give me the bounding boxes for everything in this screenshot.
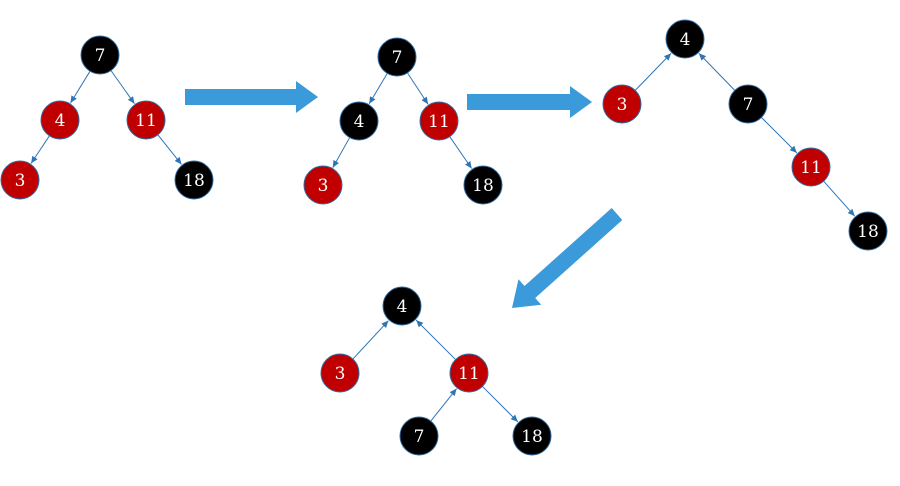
- tree-4-node-11-circle: [449, 353, 489, 393]
- transition-arrow-1: [185, 81, 318, 113]
- tree-2-node-3-circle: [303, 165, 343, 205]
- tree-4-edge-n11-n7: [430, 388, 457, 422]
- tree-3-node-7-label: 7: [743, 95, 754, 115]
- tree-2-node-7-label: 7: [392, 48, 403, 68]
- tree-1-node-4-circle: [40, 100, 80, 140]
- tree-4-node-3: 3: [320, 353, 360, 393]
- tree-1-node-11: 11: [126, 100, 166, 140]
- tree-4-node-18: 18: [512, 416, 552, 456]
- tree-4-node-3-label: 3: [335, 364, 346, 384]
- tree-1-node-18: 18: [174, 160, 214, 200]
- tree-edges: [30, 53, 856, 423]
- tree-2-edge-n4-n3: [332, 137, 351, 168]
- tree-2-node-18: 18: [463, 165, 503, 205]
- tree-2-node-11-circle: [419, 101, 459, 141]
- tree-4-edge-n4-n11: [415, 319, 456, 360]
- tree-3-node-11-label: 11: [800, 158, 822, 178]
- tree-2-node-11-label: 11: [428, 112, 450, 132]
- tree-1-edge-n4-n3: [30, 135, 50, 164]
- tree-4-node-18-circle: [512, 416, 552, 456]
- tree-2-node-18-label: 18: [472, 176, 494, 196]
- tree-4-node-7: 7: [399, 416, 439, 456]
- transition-arrows: [185, 81, 623, 308]
- tree-3-node-11: 11: [791, 147, 831, 187]
- tree-1-node-18-label: 18: [183, 171, 205, 191]
- tree-3-node-18: 18: [848, 211, 888, 251]
- tree-1-edge-n7-n4: [70, 70, 91, 104]
- tree-1-node-7-label: 7: [95, 46, 106, 66]
- tree-nodes: 7 4 11 3 18 7 4 11 3 18 4 3 7 11 18 4 3 11 7 18: [0, 19, 888, 456]
- tree-3-edge-n11-n18: [823, 180, 856, 217]
- tree-3-node-7-circle: [728, 84, 768, 124]
- tree-2-node-3: 3: [303, 165, 343, 205]
- tree-2-node-3-label: 3: [318, 176, 329, 196]
- tree-3-node-4-circle: [665, 19, 705, 59]
- tree-2-edge-n7-n4: [368, 73, 388, 105]
- tree-4-node-4: 4: [382, 286, 422, 326]
- tree-4-edge-n11-n18: [482, 386, 519, 423]
- tree-2-edge-n11-n18: [449, 136, 473, 169]
- tree-4-node-7-circle: [399, 416, 439, 456]
- tree-4-node-11: 11: [449, 353, 489, 393]
- tree-3-edge-n4-n3: [634, 53, 672, 91]
- tree-4-node-3-circle: [320, 353, 360, 393]
- tree-4-node-4-label: 4: [397, 297, 408, 317]
- tree-1-node-3: 3: [0, 160, 40, 200]
- tree-3-node-3-label: 3: [617, 95, 628, 115]
- tree-1-node-4: 4: [40, 100, 80, 140]
- tree-3-node-3: 3: [602, 84, 642, 124]
- tree-3-node-4: 4: [665, 19, 705, 59]
- tree-1-node-7: 7: [80, 35, 120, 75]
- transition-arrow-3: [512, 208, 623, 308]
- tree-1-node-3-label: 3: [15, 171, 26, 191]
- tree-4-node-18-label: 18: [521, 427, 543, 447]
- tree-2-node-4: 4: [339, 101, 379, 141]
- tree-2-node-7: 7: [377, 37, 417, 77]
- tree-3-node-18-label: 18: [857, 222, 879, 242]
- tree-1-node-11-label: 11: [135, 111, 157, 131]
- tree-3-edge-n7-n11: [761, 117, 798, 154]
- tree-1-edge-n7-n11: [110, 70, 135, 104]
- tree-4-node-11-label: 11: [458, 364, 480, 384]
- tree-3-node-3-circle: [602, 84, 642, 124]
- tree-4-node-4-circle: [382, 286, 422, 326]
- tree-3-node-7: 7: [728, 84, 768, 124]
- tree-4-node-7-label: 7: [414, 427, 425, 447]
- tree-1-node-4-label: 4: [55, 111, 66, 131]
- tree-2-node-18-circle: [463, 165, 503, 205]
- tree-1-node-7-circle: [80, 35, 120, 75]
- tree-1-node-11-circle: [126, 100, 166, 140]
- tree-2-node-4-label: 4: [354, 112, 365, 132]
- tree-2-node-4-circle: [339, 101, 379, 141]
- tree-3-node-4-label: 4: [680, 30, 691, 50]
- tree-2-edge-n7-n11: [407, 72, 429, 105]
- tree-1-node-3-circle: [0, 160, 40, 200]
- tree-3-node-11-circle: [791, 147, 831, 187]
- tree-1-node-18-circle: [174, 160, 214, 200]
- tree-2-node-7-circle: [377, 37, 417, 77]
- transition-arrow-2: [467, 86, 592, 118]
- tree-3-edge-n4-n7: [698, 53, 736, 91]
- tree-4-edge-n4-n3: [352, 320, 389, 360]
- tree-1-edge-n11-n18: [157, 134, 182, 165]
- tree-3-node-18-circle: [848, 211, 888, 251]
- tree-2-node-11: 11: [419, 101, 459, 141]
